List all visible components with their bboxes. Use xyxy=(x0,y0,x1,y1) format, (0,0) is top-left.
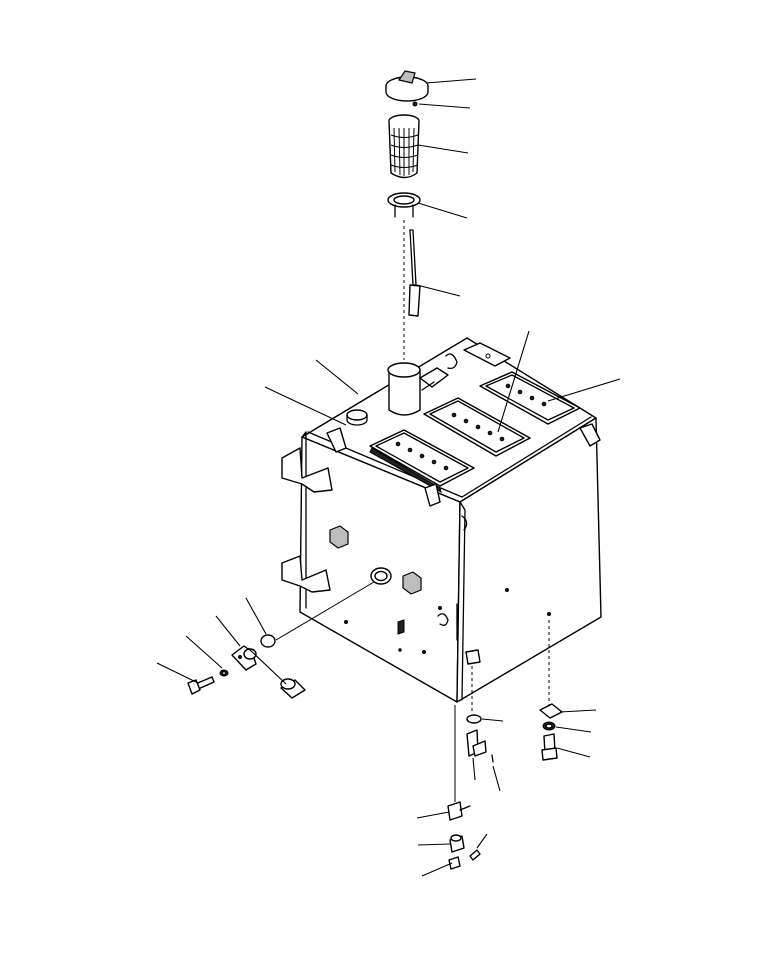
drain-plug xyxy=(469,849,481,861)
washer-right xyxy=(542,721,556,731)
o-ring xyxy=(466,714,482,724)
bracket-plate xyxy=(539,703,563,719)
mount-bracket-lower xyxy=(281,555,331,593)
corner-tab-left xyxy=(326,427,347,453)
nipple xyxy=(448,856,461,870)
clip xyxy=(447,801,471,821)
top-cover-plate-right xyxy=(479,371,581,425)
corner-tab-right xyxy=(579,423,601,447)
side-block-upper xyxy=(329,525,349,549)
side-block-lower xyxy=(402,571,422,595)
handle-slot xyxy=(463,342,511,367)
center-fitting xyxy=(466,729,487,757)
top-boss xyxy=(346,409,368,426)
side-hook xyxy=(445,353,458,370)
top-cover-plate-center xyxy=(423,397,531,457)
side-fittings xyxy=(344,588,551,654)
assembly-axis-left xyxy=(275,581,375,641)
side-hook-right xyxy=(461,515,468,531)
filler-cap xyxy=(385,70,429,102)
drain-port xyxy=(370,567,392,585)
corner-tab-front xyxy=(424,483,441,507)
top-bracket xyxy=(419,367,449,391)
level-gauge-stick xyxy=(408,229,421,317)
washer-left xyxy=(219,669,229,677)
top-cover-plate-left xyxy=(369,429,475,494)
small-pin xyxy=(491,754,494,763)
hose-fitting xyxy=(449,834,465,853)
bolt-right xyxy=(541,733,558,761)
drain-valve xyxy=(231,645,257,671)
leader-lines xyxy=(156,78,621,877)
mount-bracket-upper xyxy=(281,447,333,493)
filler-neck xyxy=(387,362,421,416)
cap-pin xyxy=(412,101,418,107)
tank-body xyxy=(299,337,602,703)
strainer xyxy=(388,114,420,179)
filler-neck-flange xyxy=(387,192,421,218)
gasket xyxy=(260,634,276,648)
side-grille xyxy=(397,619,405,635)
drain-elbow xyxy=(465,649,481,665)
plug-cap xyxy=(280,678,306,699)
